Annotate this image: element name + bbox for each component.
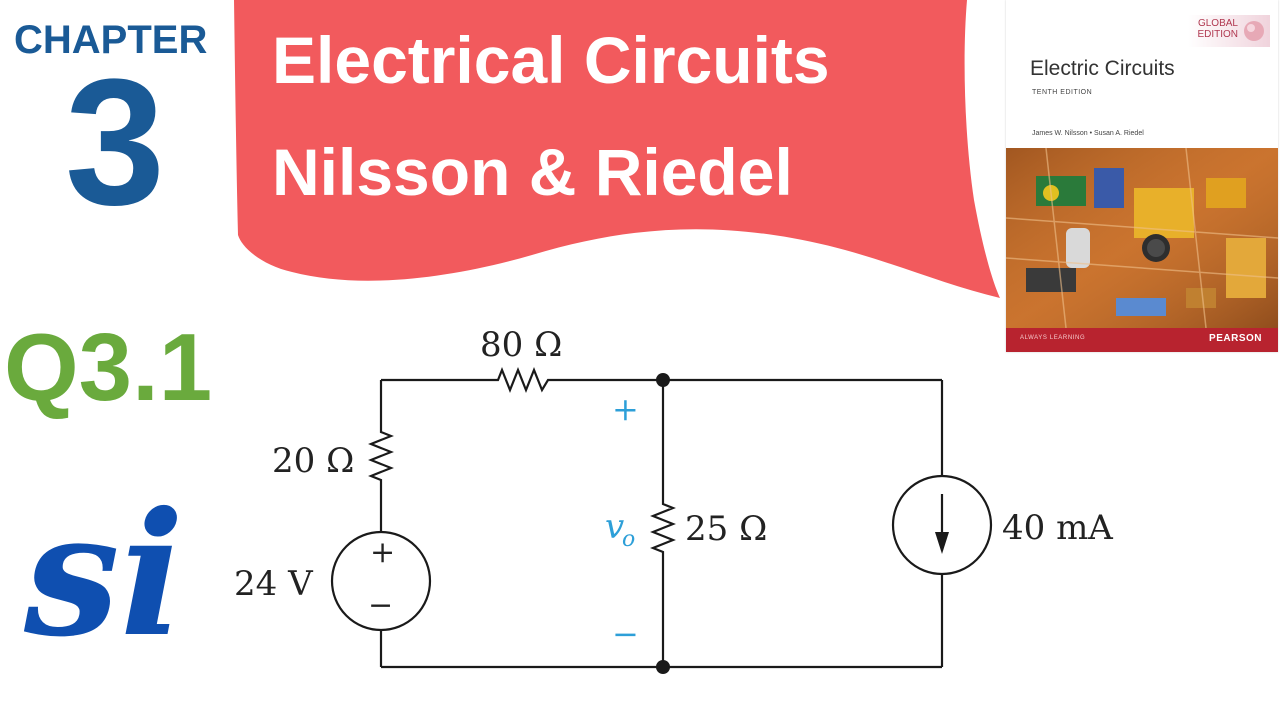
source-minus: − <box>368 588 393 623</box>
question-id: Q3.1 <box>4 314 213 421</box>
label-25-ohm: 25 Ω <box>685 509 767 549</box>
vo-label: v <box>605 507 624 547</box>
book-title: Electric Circuits <box>1030 57 1175 80</box>
vo-subscript: o <box>622 527 635 552</box>
book-footer: ALWAYS LEARNING PEARSON <box>1006 328 1278 352</box>
banner-background <box>234 0 1000 298</box>
banner-subtitle: Nilsson & Riedel <box>272 135 793 209</box>
source-plus: + <box>370 535 395 570</box>
book-tagline: ALWAYS LEARNING <box>1020 335 1086 341</box>
book-authors: James W. Nilsson • Susan A. Riedel <box>1032 130 1144 137</box>
vo-minus: − <box>612 615 639 653</box>
book-cover: GLOBAL EDITION Electric Circuits TENTH E… <box>1006 0 1278 352</box>
book-badge-text: GLOBAL EDITION <box>1197 18 1238 40</box>
book-badge: GLOBAL EDITION <box>1188 15 1270 47</box>
resistor-80-ohm <box>492 367 556 393</box>
chapter-label: CHAPTER <box>14 18 208 62</box>
vo-plus: + <box>612 390 639 428</box>
circuit-board-photo <box>1006 148 1278 328</box>
si-logo: si <box>24 475 185 675</box>
label-24-v: 24 V <box>234 564 314 604</box>
circuit-wires <box>330 367 993 669</box>
label-20-ohm: 20 Ω <box>272 441 354 481</box>
globe-icon <box>1244 21 1264 41</box>
current-arrow-head <box>935 532 949 554</box>
label-40-ma: 40 mA <box>1002 508 1113 548</box>
resistor-20-ohm <box>368 428 394 486</box>
banner-title: Electrical Circuits <box>272 23 830 97</box>
book-publisher: PEARSON <box>1209 333 1262 344</box>
book-edition: TENTH EDITION <box>1032 89 1093 96</box>
resistor-25-ohm <box>650 500 676 556</box>
node-bottom <box>656 660 670 674</box>
banner-shape <box>234 0 1000 298</box>
node-top <box>656 373 670 387</box>
chapter-number: 3 <box>64 42 166 243</box>
label-80-ohm: 80 Ω <box>480 325 562 365</box>
